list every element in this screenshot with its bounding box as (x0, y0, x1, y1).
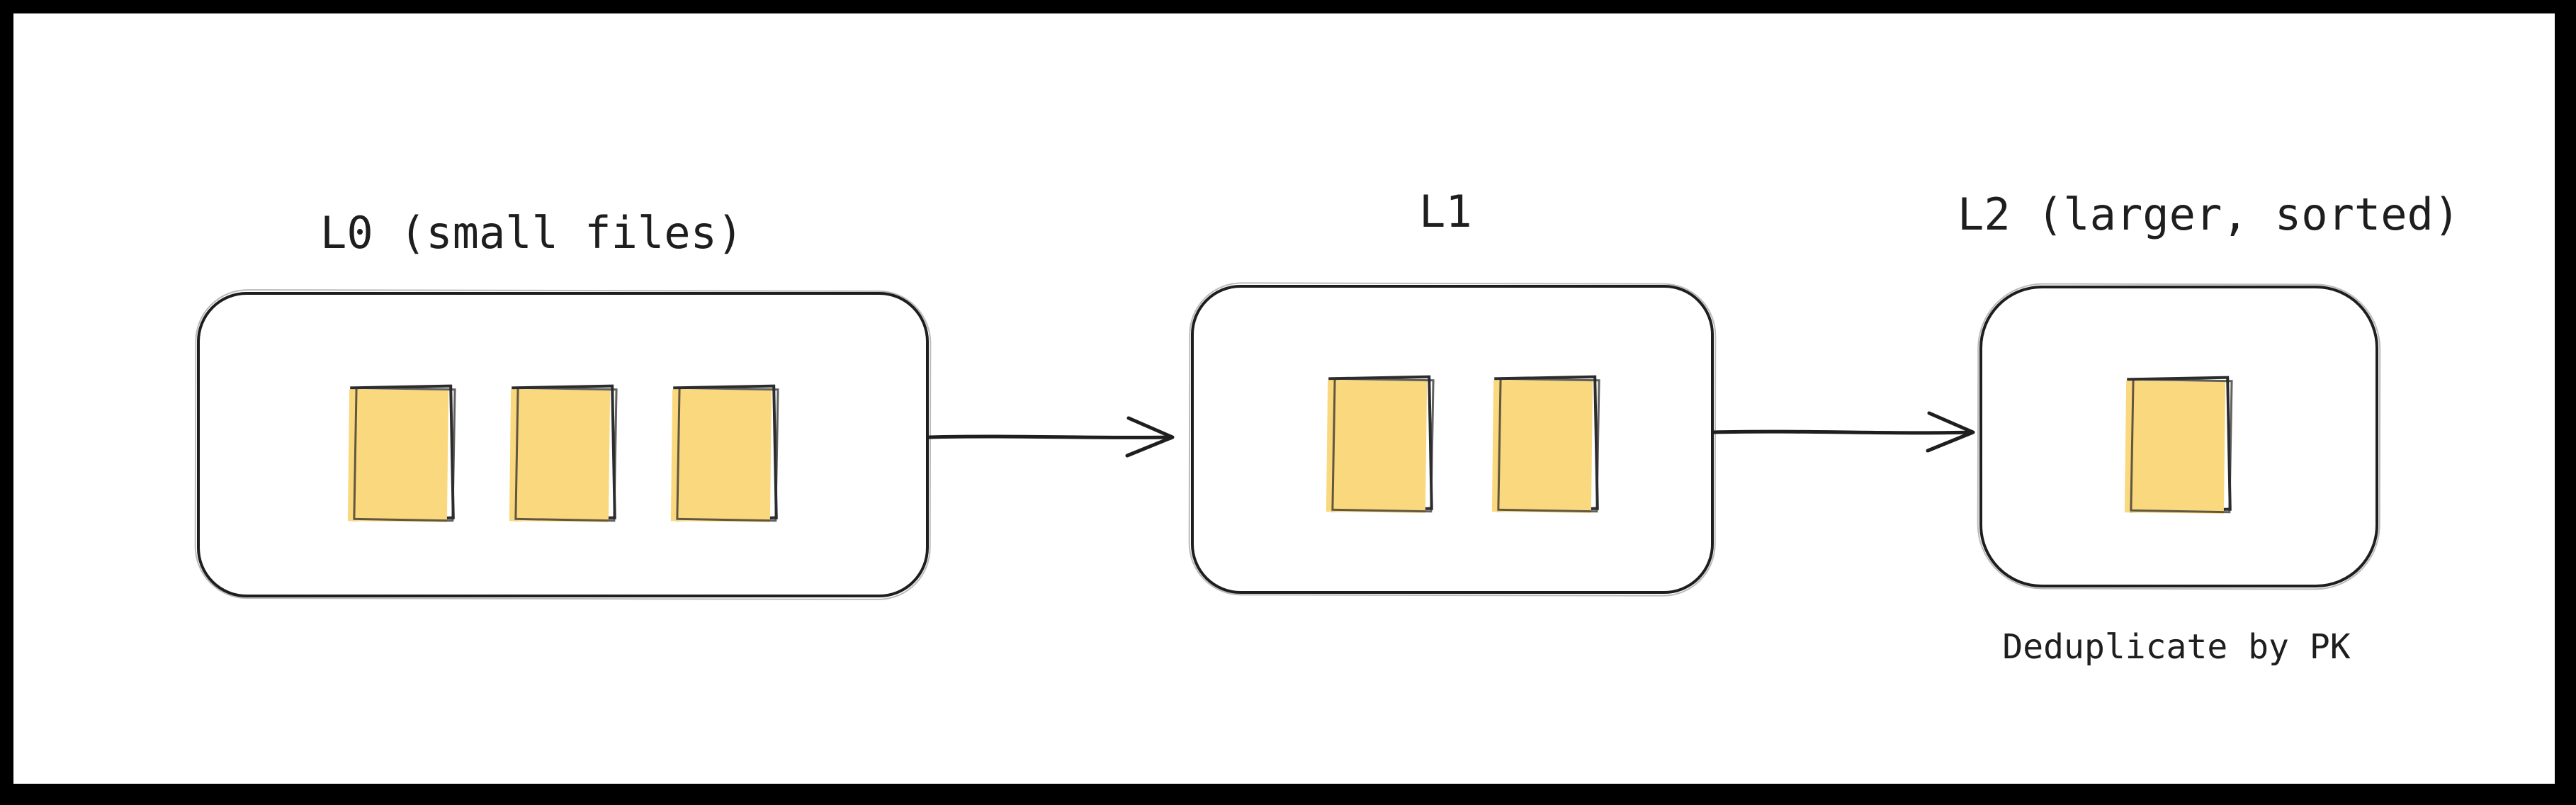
file-icon (509, 387, 614, 522)
level-l1-container (1191, 285, 1714, 594)
file-icon (1326, 378, 1430, 513)
level-l2-caption: Deduplicate by PK (2002, 627, 2351, 667)
arrow-l0-to-l1-icon (927, 416, 1175, 458)
level-l2-title: L2 (larger, sorted) (1958, 188, 2461, 240)
level-l2-container (1979, 286, 2378, 587)
file-icon (670, 387, 775, 522)
file-fill (509, 389, 611, 522)
file-fill (347, 389, 449, 522)
file-fill (2124, 381, 2226, 514)
file-fill (670, 389, 772, 522)
file-icon (1491, 378, 1596, 513)
level-l0-container (197, 292, 929, 597)
level-l0-title: L0 (small files) (320, 207, 744, 259)
file-fill (1491, 380, 1593, 513)
arrow-l1-to-l2-icon (1711, 411, 1975, 453)
file-icon (2124, 378, 2229, 514)
level-l1-title: L1 (1419, 186, 1472, 237)
file-fill (1326, 380, 1428, 513)
file-icon (347, 387, 452, 522)
